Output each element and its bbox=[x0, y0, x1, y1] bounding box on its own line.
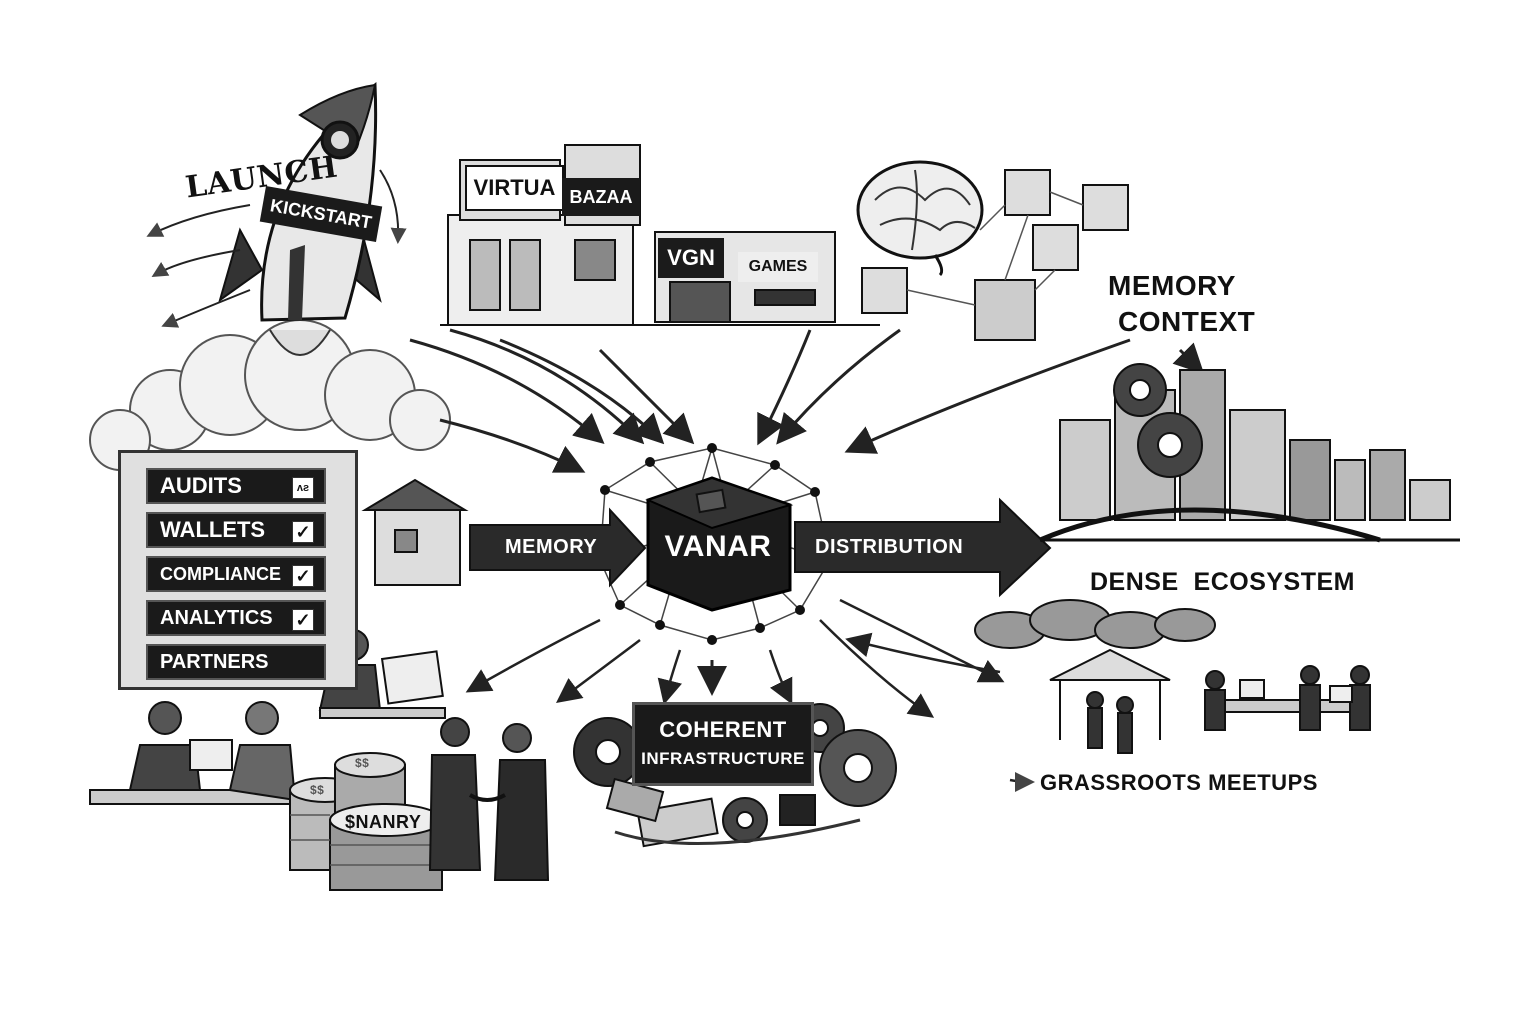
dense-ecosystem-label: DENSE ECOSYSTEM bbox=[1090, 568, 1355, 597]
memory-context-line1: MEMORY bbox=[1108, 270, 1236, 302]
wallets-checkbox: ✓ bbox=[292, 521, 314, 543]
bazaa-sign: BAZAA bbox=[562, 178, 640, 216]
distribution-arrow-label: DISTRIBUTION bbox=[815, 536, 963, 559]
memory-arrow-label: MEMORY bbox=[505, 536, 597, 559]
memory-context-line2: CONTEXT bbox=[1118, 306, 1255, 338]
coin-token-label: $NANRY bbox=[345, 812, 421, 833]
coin-top-mark: $$ bbox=[355, 756, 369, 770]
virtua-sign: VIRTUA bbox=[465, 165, 564, 211]
rocket-smoke-clouds bbox=[90, 320, 450, 470]
coherent-label: COHERENT bbox=[635, 717, 811, 743]
vanar-label: VANAR bbox=[658, 530, 778, 564]
analytics-checkbox: ✓ bbox=[292, 609, 314, 631]
vgn-sign: VGN bbox=[658, 238, 724, 278]
checklist-item-wallets: WALLETS ✓ bbox=[146, 512, 326, 548]
city-skyline bbox=[1040, 364, 1460, 540]
checklist-item-compliance: COMPLIANCE ✓ bbox=[146, 556, 326, 592]
compliance-checkbox: ✓ bbox=[292, 565, 314, 587]
audits-checkbox: ʌƨ bbox=[292, 477, 314, 499]
grassroots-meetups-label: GRASSROOTS MEETUPS bbox=[1040, 770, 1318, 796]
park-meetups-scene bbox=[975, 600, 1370, 753]
checklist-item-partners: PARTNERS bbox=[146, 644, 326, 680]
games-sign: GAMES bbox=[738, 252, 818, 282]
brain-illustration bbox=[858, 162, 982, 275]
coin-side-mark: $$ bbox=[310, 783, 324, 797]
infrastructure-label: INFRASTRUCTURE bbox=[635, 749, 811, 769]
coherent-infrastructure-sign: COHERENT INFRASTRUCTURE bbox=[632, 702, 814, 786]
left-shed bbox=[365, 480, 465, 585]
handshake-scene bbox=[430, 718, 548, 880]
checklist-item-analytics: ANALYTICS ✓ bbox=[146, 600, 326, 636]
checklist-item-audits: AUDITS ʌƨ bbox=[146, 468, 326, 504]
